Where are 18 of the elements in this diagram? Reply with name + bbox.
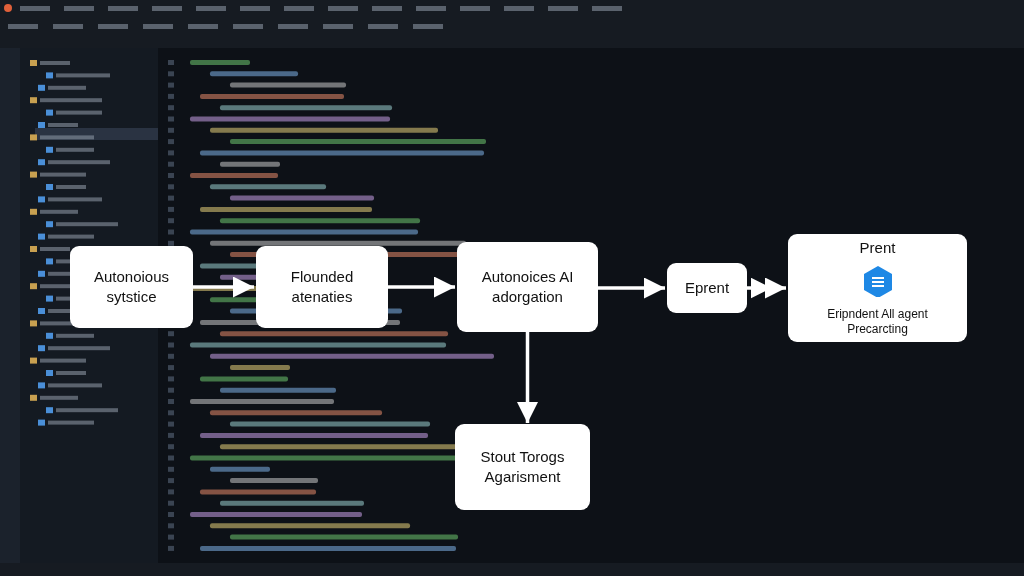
box-title: Stout Torogs Agarisment (479, 446, 566, 487)
process-box (256, 246, 388, 328)
process-box (667, 263, 747, 313)
arrow (747, 278, 786, 299)
box-title: Prent (859, 238, 896, 258)
process-box (457, 242, 598, 332)
arrow (517, 332, 538, 423)
box-title: Eprent (684, 277, 730, 298)
arrow (193, 276, 254, 298)
box-text: Eripndent All agent Precarcting (826, 306, 929, 338)
process-box (788, 234, 967, 342)
box-title: Autonoious sytstice (92, 266, 171, 307)
arrow (598, 277, 665, 299)
box-title: Autonoices AI adorgation (480, 266, 575, 307)
process-box (455, 424, 590, 510)
process-box (70, 246, 193, 328)
box-title: Flounded atenaties (289, 266, 355, 307)
arrow (388, 276, 455, 298)
